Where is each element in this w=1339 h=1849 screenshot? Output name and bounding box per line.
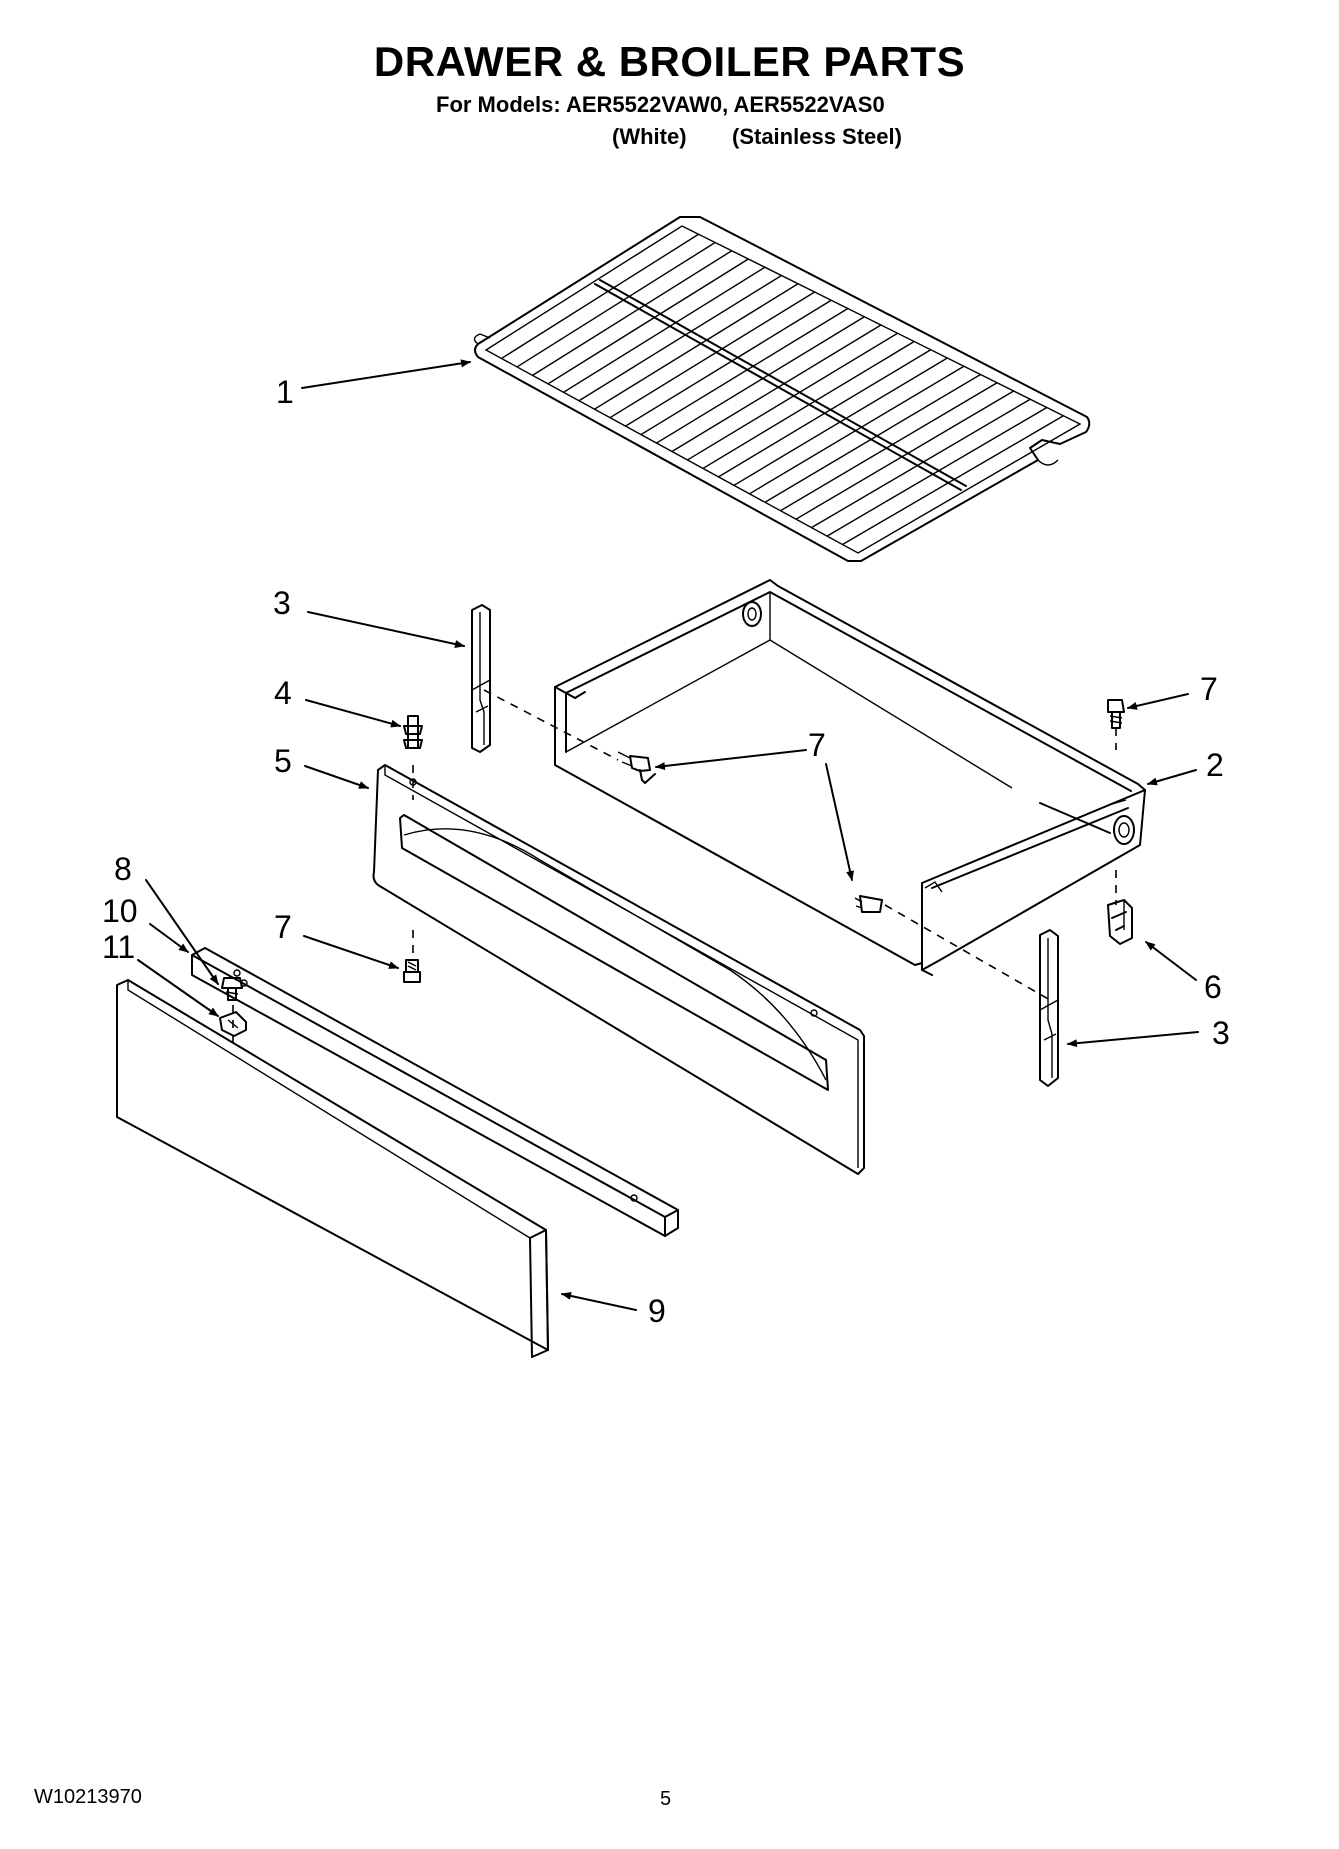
leader-10 — [149, 923, 189, 953]
slide-left — [471, 604, 491, 753]
rack-slat — [640, 307, 849, 436]
callout-3-right: 3 — [1212, 1015, 1230, 1051]
leader-7-center-left — [655, 749, 807, 770]
rack-slat — [795, 390, 1015, 520]
badge — [219, 1011, 247, 1037]
callout-5: 5 — [274, 743, 292, 779]
document-number: W10213970 — [34, 1786, 142, 1808]
rack-slat — [671, 324, 882, 453]
rack-slat — [687, 332, 898, 461]
leader-7-top-right — [1127, 693, 1189, 710]
clip — [1107, 899, 1133, 945]
rack-slat — [516, 241, 716, 368]
screw-top-right — [1107, 699, 1125, 729]
rack-slat — [578, 274, 782, 402]
rack-slat — [532, 250, 733, 376]
oven-rack — [473, 216, 1091, 562]
panel-frame — [372, 764, 865, 1175]
variant-steel-label: (Stainless Steel) — [732, 124, 902, 149]
rack-slat — [842, 415, 1064, 546]
callout-9: 9 — [648, 1293, 666, 1329]
screw-frame — [403, 959, 421, 983]
rack-slat — [702, 340, 915, 470]
leader-9 — [561, 1291, 637, 1311]
callout-8: 8 — [114, 851, 132, 887]
page-number: 5 — [660, 1788, 672, 1810]
drawer-body — [554, 579, 1146, 976]
leader-8 — [145, 879, 219, 985]
rack-slat — [764, 373, 981, 503]
variant-white-label: (White) — [612, 124, 687, 149]
leader-7-center-right — [825, 763, 854, 881]
page-title: DRAWER & BROILER PARTS — [373, 38, 966, 85]
leader-3-right — [1067, 1031, 1199, 1048]
screw-center-left — [617, 751, 656, 784]
rack-slat — [563, 266, 766, 393]
rack-slat — [733, 357, 948, 486]
callout-3-left: 3 — [273, 585, 291, 621]
rack-slat — [656, 316, 865, 444]
rack-slat — [718, 349, 932, 478]
leader-7-frame — [303, 935, 399, 969]
rack-slat — [749, 365, 965, 495]
rack-slat — [826, 406, 1048, 537]
callout-7-top-right: 7 — [1200, 671, 1218, 707]
leader-6 — [1145, 941, 1197, 981]
leader-3-left — [307, 611, 465, 648]
rack-slat — [625, 299, 832, 427]
alignment-line-right — [884, 904, 1051, 1001]
leader-2 — [1147, 769, 1197, 786]
slide-right — [1039, 929, 1059, 1087]
stud — [403, 715, 423, 749]
callout-7-frame: 7 — [274, 909, 292, 945]
leader-1 — [301, 359, 471, 389]
rack-slat — [501, 233, 699, 360]
rack-slat — [780, 382, 998, 512]
callout-7-center: 7 — [808, 727, 826, 763]
callout-6: 6 — [1204, 969, 1222, 1005]
callout-4: 4 — [274, 675, 292, 711]
screw-center-right — [854, 895, 883, 913]
leader-4 — [305, 699, 401, 728]
rack-slat — [547, 258, 749, 385]
rack-slat — [811, 398, 1031, 529]
trim-bar — [191, 947, 679, 1237]
rack-slat — [609, 291, 816, 419]
rack-slat — [594, 283, 799, 410]
callout-10: 10 — [102, 893, 138, 929]
models-line: For Models: AER5522VAW0, AER5522VAS0 — [436, 92, 885, 117]
panel-front — [116, 979, 549, 1358]
callout-2: 2 — [1206, 747, 1224, 783]
callout-11: 11 — [102, 929, 135, 965]
leader-11 — [137, 959, 219, 1017]
alignment-line-left — [483, 689, 619, 761]
callout-1: 1 — [276, 374, 294, 410]
leader-5 — [304, 765, 369, 789]
